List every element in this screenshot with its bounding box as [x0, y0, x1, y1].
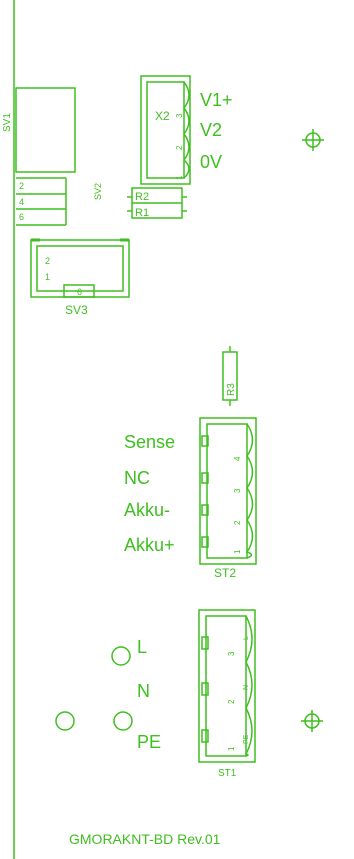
x2-pin-3: 3	[175, 113, 184, 118]
x2-pin-2: 2	[175, 145, 184, 150]
st2-pin-2: 2	[233, 520, 242, 525]
x2-signal-v1plus: V1+	[200, 90, 233, 110]
sv1-label: SV1	[2, 113, 13, 132]
st1-pin-name-n: N	[243, 685, 250, 690]
r3-label: R3	[226, 383, 237, 396]
st1-pin-2: 2	[227, 699, 236, 704]
x2-signal-v2: V2	[200, 120, 222, 140]
st1-signal-n: N	[137, 681, 150, 701]
x2-pin-1: 1	[175, 175, 184, 180]
sv2-pin-2: 2	[19, 181, 24, 191]
st2-pin-4: 4	[233, 456, 242, 461]
x2-signal-0v: 0V	[200, 152, 222, 172]
connector-sv3	[30, 238, 130, 298]
st2-signal-akku-minus: Akku-	[124, 500, 170, 520]
r2-label: R2	[135, 191, 149, 203]
connector-st2	[199, 417, 257, 565]
pad-left	[55, 711, 75, 731]
st1-signal-l: L	[137, 637, 147, 657]
sv3-key: 6	[77, 287, 82, 297]
connector-sv2	[16, 177, 67, 226]
st2-label: ST2	[214, 566, 236, 580]
sv3-pin-2: 2	[45, 256, 50, 266]
st2-signal-akku-plus: Akku+	[124, 535, 175, 555]
resistor-r3	[222, 346, 238, 406]
st1-label: ST1	[218, 768, 237, 779]
sv2-pin-6: 6	[19, 212, 24, 222]
pad-pe	[113, 711, 133, 731]
connector-x2	[140, 75, 191, 185]
connector-st1	[198, 609, 256, 763]
st2-pin-1: 1	[233, 549, 242, 554]
mounting-hole-bottom	[301, 710, 323, 732]
x2-label: X2	[155, 109, 170, 123]
st2-pin-3: 3	[233, 488, 242, 493]
sv3-pin-1: 1	[45, 272, 50, 282]
mounting-hole-top	[302, 129, 324, 151]
st1-signal-pe: PE	[137, 732, 161, 752]
st1-pin-3: 3	[227, 651, 236, 656]
sv2-label: SV2	[93, 183, 103, 200]
st2-signal-nc: NC	[124, 468, 150, 488]
resistor-r1-r2	[127, 187, 187, 219]
r1-label: R1	[135, 207, 149, 219]
connector-sv1	[15, 87, 76, 173]
sv2-pin-4: 4	[19, 197, 24, 207]
st1-pin-1: 1	[227, 746, 236, 751]
st2-signal-sense: Sense	[124, 432, 175, 452]
st1-pin-name-pe: PE	[243, 734, 250, 744]
sv3-label: SV3	[65, 303, 88, 317]
board-name: GMORAKNT-BD Rev.01	[69, 831, 221, 847]
pad-l	[111, 646, 131, 666]
st1-pin-name-l: L	[243, 636, 250, 640]
